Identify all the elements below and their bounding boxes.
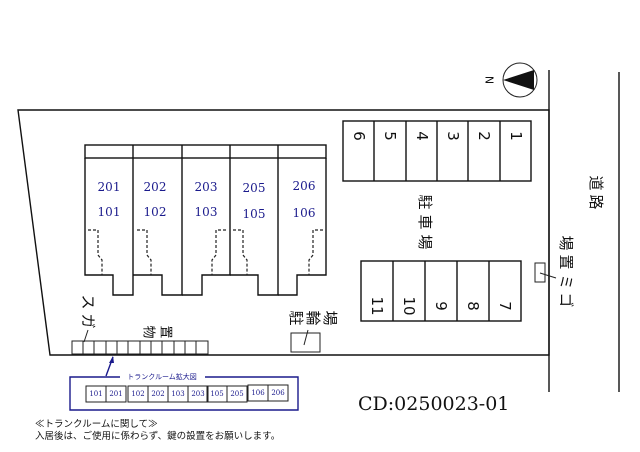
note-heading: ≪トランクルームに関して≫	[35, 419, 158, 430]
unit-upper: 201	[98, 180, 121, 194]
parking-top-row: 6 5 4 3 2 1	[342, 120, 532, 182]
parking-space-number: 11	[368, 296, 386, 315]
trunk-cell: 202	[151, 390, 164, 398]
trunk-cell: 103	[171, 390, 184, 398]
unit-lower: 101	[98, 205, 121, 219]
unit-upper: 202	[144, 180, 167, 194]
storage-label-2: 置	[158, 325, 173, 338]
unit-upper: 205	[243, 181, 266, 195]
trunk-room-detail: トランクルーム拡大図 101 201 102 202 103 203 105 2…	[69, 356, 299, 411]
trunk-cell: 206	[271, 389, 285, 397]
unit-lower: 106	[293, 206, 316, 220]
garbage-label-3: 置	[557, 254, 575, 269]
parking-space-number: 1	[507, 131, 525, 141]
north-compass-icon: N	[484, 62, 538, 98]
parking-space-number: 6	[350, 131, 368, 141]
parking-space-number: 8	[464, 301, 482, 311]
parking-space-number: 3	[444, 131, 462, 141]
gas-label-1: ガ	[79, 313, 97, 328]
garbage-label-1: ゴ	[557, 292, 575, 307]
parking-label-2: 車	[416, 214, 434, 229]
parking-space-number: 10	[400, 296, 418, 315]
apartment-building	[84, 144, 327, 296]
unit-lower: 102	[144, 205, 167, 219]
parking-space-number: 2	[475, 131, 493, 141]
trunk-cell: 201	[109, 390, 122, 398]
bicycle-label-1: 駐	[287, 310, 305, 325]
parking-bottom-row: 11 10 9 8 7	[360, 260, 522, 322]
unit-upper: 206	[293, 179, 316, 193]
parking-space-number: 4	[413, 131, 431, 141]
property-code: CD:0250023-01	[358, 393, 509, 415]
trunk-cell: 102	[131, 390, 144, 398]
garbage-label-2: ミ	[557, 274, 575, 289]
bicycle-label-3: 場	[321, 310, 339, 325]
compass-label: N	[484, 76, 497, 84]
parking-label-3: 場	[416, 234, 434, 249]
parking-space-number: 5	[381, 131, 399, 141]
trunk-cell: 205	[230, 390, 243, 398]
storage-row	[71, 340, 209, 355]
parking-space-number: 7	[496, 301, 514, 311]
unit-upper: 203	[195, 180, 218, 194]
road-label-2: 路	[587, 194, 605, 209]
parking-space-number: 9	[432, 301, 450, 311]
unit-lower: 103	[195, 205, 218, 219]
garbage-label-4: 場	[557, 235, 575, 250]
unit-lower: 105	[243, 207, 266, 221]
bicycle-label-2: 輪	[304, 310, 322, 325]
storage-label-1: 物	[141, 325, 156, 338]
trunk-cell: 203	[191, 390, 204, 398]
gas-label-2: ス	[79, 294, 97, 309]
trunk-cell: 105	[210, 390, 223, 398]
trunk-cell: 106	[251, 389, 265, 397]
trunk-room-title: トランクルーム拡大図	[127, 372, 197, 381]
trunk-cell: 101	[89, 390, 102, 398]
unit-labels: 201 101 202 102 203 103 205 105 206 106	[98, 179, 316, 221]
note-body: 入居後は、ご使用に係わらず、鍵の設置をお願いします。	[35, 430, 280, 442]
parking-label-1: 駐	[416, 194, 434, 209]
road-label-1: 道	[587, 175, 605, 190]
bicycle-parking	[290, 332, 321, 353]
garbage-area	[534, 262, 546, 283]
